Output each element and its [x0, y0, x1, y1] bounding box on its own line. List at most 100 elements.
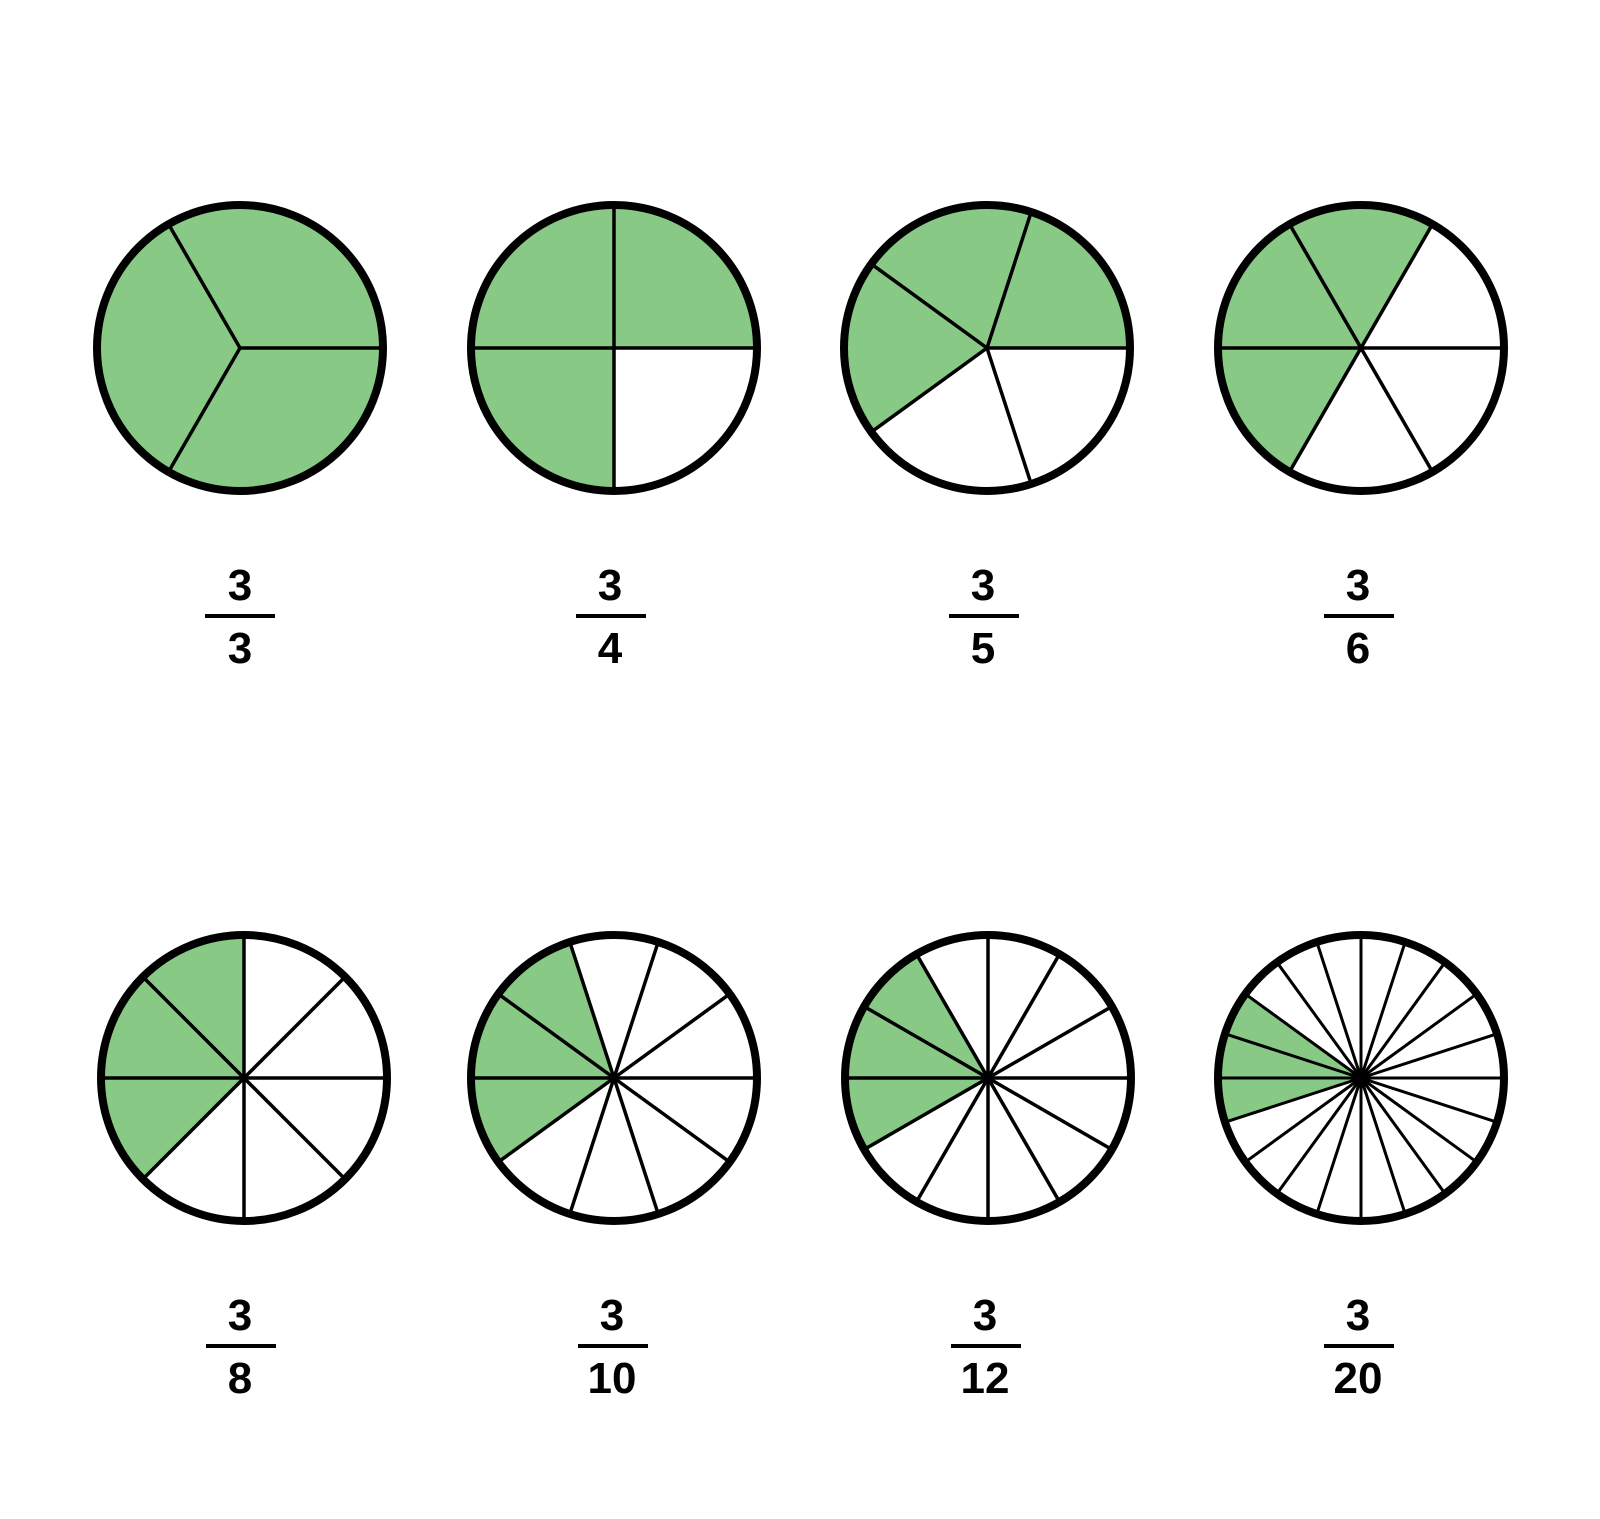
slice-divider	[987, 1076, 1113, 1152]
circle-outline	[97, 931, 391, 1225]
slice-divider	[1359, 347, 1435, 473]
slice-divider	[1359, 1077, 1447, 1195]
slice-divider	[1275, 961, 1363, 1079]
slice-divider	[987, 1004, 1113, 1080]
slice-divider	[1315, 941, 1363, 1079]
fraction-numerator: 3	[598, 561, 622, 610]
shaded-slice	[864, 954, 988, 1078]
slice-divider	[1244, 992, 1362, 1080]
slice-divider	[985, 211, 1033, 349]
fraction-denominator: 6	[1346, 624, 1370, 673]
fraction-circle-3-10	[467, 931, 761, 1225]
shaded-slice	[471, 993, 614, 1078]
fraction-item-5: 3 8	[97, 931, 391, 1403]
fraction-item-7: 3 12	[841, 931, 1135, 1403]
slice-divider	[1224, 1076, 1362, 1124]
circle-outline	[467, 931, 761, 1225]
fraction-denominator: 20	[1334, 1354, 1383, 1403]
slice-divider	[1359, 941, 1407, 1079]
shaded-slice	[845, 1006, 988, 1078]
slice-divider	[870, 346, 989, 434]
slice-divider	[1360, 1076, 1478, 1164]
fraction-item-8: 3 20	[1214, 931, 1508, 1403]
slice-divider	[497, 992, 616, 1080]
shaded-slice	[871, 204, 1032, 348]
shaded-slice	[498, 941, 614, 1078]
shaded-slice	[471, 205, 614, 348]
fraction-numerator: 3	[600, 1291, 624, 1340]
circle-outline	[841, 931, 1135, 1225]
slice-divider	[612, 992, 731, 1080]
slice-divider	[1287, 223, 1363, 349]
slice-divider	[612, 1077, 660, 1215]
slice-divider	[1359, 1077, 1407, 1215]
fraction-numerator: 3	[1346, 1291, 1370, 1340]
slice-divider	[986, 953, 1062, 1079]
slice-divider	[1360, 992, 1478, 1080]
slice-divider	[1315, 1077, 1363, 1215]
circle-outline	[1214, 931, 1508, 1225]
slice-divider	[985, 347, 1033, 485]
shaded-slice	[101, 1078, 244, 1180]
slice-divider	[1360, 1076, 1498, 1124]
circle-outline	[840, 201, 1134, 495]
shaded-slice	[614, 205, 757, 348]
slice-divider	[914, 1077, 990, 1203]
fraction-circle-3-4	[467, 201, 761, 495]
fraction-denominator: 10	[588, 1354, 637, 1403]
shaded-slice	[142, 935, 244, 1078]
circle-outline	[93, 201, 387, 495]
slice-divider	[568, 941, 616, 1079]
slice-divider	[242, 975, 347, 1080]
slice-divider	[166, 223, 242, 349]
slice-divider	[986, 1077, 1062, 1203]
fraction-item-1: 3 3	[93, 201, 387, 673]
shaded-slice	[845, 1078, 988, 1150]
fraction-item-4: 3 6	[1214, 201, 1508, 673]
shaded-slice	[471, 348, 614, 491]
slice-divider	[1359, 223, 1435, 349]
fraction-circle-3-3	[93, 201, 387, 495]
fraction-circle-3-6	[1214, 201, 1508, 495]
slice-divider	[612, 1076, 731, 1164]
slice-divider	[612, 941, 660, 1079]
slice-divider	[1275, 1077, 1363, 1195]
slice-divider	[1287, 347, 1363, 473]
circle-outline	[1214, 201, 1508, 495]
slice-divider	[863, 1004, 989, 1080]
fraction-denominator: 8	[228, 1354, 252, 1403]
slice-divider	[242, 1076, 347, 1181]
slice-divider	[870, 262, 989, 350]
fraction-item-6: 3 10	[467, 931, 761, 1403]
fraction-numerator: 3	[973, 1291, 997, 1340]
circle-outline	[467, 201, 761, 495]
fraction-denominator: 12	[961, 1354, 1010, 1403]
slice-divider	[1359, 961, 1447, 1079]
slice-divider	[166, 347, 242, 473]
slice-divider	[141, 975, 246, 1080]
fraction-circle-3-5	[840, 201, 1134, 495]
slice-divider	[568, 1077, 616, 1215]
fraction-circle-3-20	[1214, 931, 1508, 1225]
fraction-denominator: 3	[228, 624, 252, 673]
fraction-numerator: 3	[971, 561, 995, 610]
shaded-slice	[471, 1078, 614, 1163]
shaded-slice	[1224, 993, 1361, 1078]
fraction-item-2: 3 4	[467, 201, 761, 673]
shaded-slice	[101, 976, 244, 1078]
slice-divider	[1360, 1032, 1498, 1080]
fraction-circle-3-12	[841, 931, 1135, 1225]
slice-divider	[1244, 1076, 1362, 1164]
fraction-circle-3-8	[97, 931, 391, 1225]
slice-divider	[141, 1076, 246, 1181]
shaded-slice	[1289, 204, 1433, 348]
fraction-numerator: 3	[1346, 561, 1370, 610]
fraction-denominator: 4	[598, 624, 623, 673]
slice-divider	[863, 1076, 989, 1152]
fraction-numerator: 3	[228, 561, 252, 610]
slice-divider	[914, 953, 990, 1079]
slice-divider	[1224, 1032, 1362, 1080]
fraction-item-3: 3 5	[840, 201, 1134, 673]
fraction-numerator: 3	[228, 1291, 252, 1340]
